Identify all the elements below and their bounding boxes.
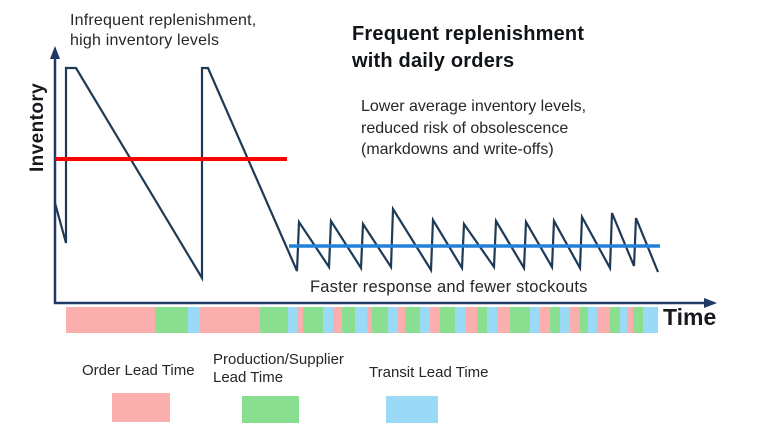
- legend-swatch-transit-lead-time: [386, 396, 438, 423]
- lead-time-segment-transit: [288, 307, 297, 333]
- legend-label-production-supplier-lead-time: Production/Supplier Lead Time: [213, 351, 344, 386]
- lead-time-segment-production: [155, 307, 188, 333]
- lead-time-segment-transit: [588, 307, 597, 333]
- lead-time-segment-production: [580, 307, 588, 333]
- lower-inventory-note: Lower average inventory levels, reduced …: [361, 98, 587, 158]
- lead-time-segment-production: [610, 307, 620, 333]
- lead-time-segment-production: [405, 307, 420, 333]
- lead-time-segment-production: [440, 307, 455, 333]
- lead-time-segment-order: [597, 307, 610, 333]
- lead-time-segment-order: [367, 307, 372, 333]
- infrequent-annotation: Infrequent replenishment, high inventory…: [70, 12, 257, 49]
- lead-time-segment-order: [627, 307, 633, 333]
- lead-time-segment-transit: [188, 307, 200, 333]
- legend-label-order-lead-time: Order Lead Time: [82, 362, 195, 379]
- lead-time-segment-transit: [455, 307, 466, 333]
- lead-time-segment-production: [303, 307, 323, 333]
- y-axis-label: Inventory: [27, 82, 48, 172]
- lead-time-segment-transit: [530, 307, 540, 333]
- lead-time-segment-transit: [420, 307, 430, 333]
- lead-time-segment-order: [540, 307, 550, 333]
- legend-swatch-production-supplier-lead-time: [242, 396, 299, 423]
- lead-time-segment-production: [550, 307, 560, 333]
- lead-time-segment-production: [510, 307, 530, 333]
- lead-time-segment-order: [66, 307, 155, 333]
- lead-time-segment-production: [342, 307, 355, 333]
- x-axis-arrow-icon: [704, 298, 717, 308]
- lead-time-segment-transit: [643, 307, 658, 333]
- lead-time-segment-transit: [620, 307, 627, 333]
- lead-time-segment-production: [260, 307, 288, 333]
- legend-swatch-order-lead-time: [112, 393, 170, 422]
- faster-response-note: Faster response and fewer stockouts: [310, 278, 588, 296]
- lead-time-segment-transit: [388, 307, 398, 333]
- lead-time-segment-order: [497, 307, 510, 333]
- lead-time-segment-order: [570, 307, 580, 333]
- lead-time-segment-production: [372, 307, 388, 333]
- lead-time-segment-order: [297, 307, 303, 333]
- lead-time-segment-order: [430, 307, 440, 333]
- legend-label-transit-lead-time: Transit Lead Time: [369, 364, 489, 381]
- lead-time-segment-transit: [487, 307, 497, 333]
- lead-time-segment-transit: [560, 307, 570, 333]
- lead-time-segment-transit: [355, 307, 367, 333]
- frequent-heading: Frequent replenishment with daily orders: [352, 23, 585, 72]
- lead-time-segment-order: [466, 307, 477, 333]
- x-axis-label: Time: [663, 304, 717, 330]
- lead-time-segment-order: [200, 307, 260, 333]
- lead-time-segment-order: [398, 307, 405, 333]
- lead-time-segment-production: [633, 307, 643, 333]
- y-axis-arrow-icon: [50, 46, 60, 59]
- lead-time-segment-production: [477, 307, 487, 333]
- lead-time-segment-transit: [323, 307, 333, 333]
- lead-time-segment-order: [333, 307, 342, 333]
- lead-time-bar: [66, 307, 658, 333]
